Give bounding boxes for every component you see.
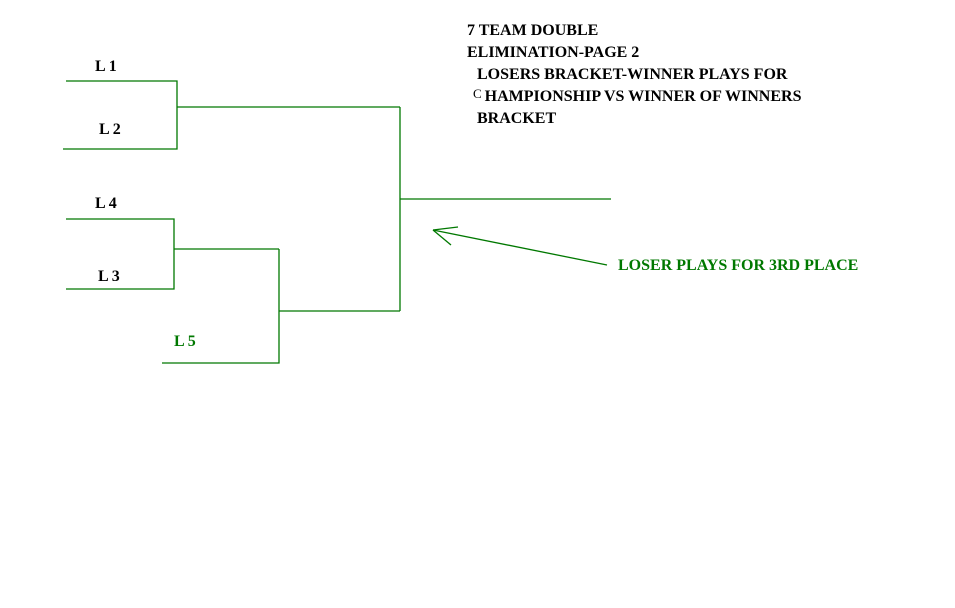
arrow-head-top	[432, 226, 459, 231]
title-line-5: BRACKET	[477, 110, 557, 127]
diagram-title: 7 TEAM DOUBLE ELIMINATION-PAGE 2 LOSERS …	[467, 20, 801, 130]
slot-label-l5: L 5	[174, 333, 196, 350]
slot-label-l4: L 4	[95, 195, 117, 212]
third-place-annotation: LOSER PLAYS FOR 3RD PLACE	[618, 257, 859, 274]
bracket-line-l4-l3	[66, 218, 175, 290]
slot-label-l2: L 2	[99, 121, 121, 138]
title-line-3: LOSERS BRACKET-WINNER PLAYS FOR	[477, 66, 788, 83]
slot-label-l1: L 1	[95, 58, 117, 75]
bracket-line-l1	[63, 80, 178, 150]
title-initial-letter: C	[473, 86, 482, 101]
bracket-line-l5	[162, 249, 280, 364]
slot-label-l3: L 3	[98, 268, 120, 285]
arrow-head-bottom	[432, 229, 452, 246]
title-line-2: ELIMINATION-PAGE 2	[467, 44, 640, 61]
title-line-1: 7 TEAM DOUBLE	[467, 22, 599, 39]
arrow-shaft	[432, 229, 608, 266]
